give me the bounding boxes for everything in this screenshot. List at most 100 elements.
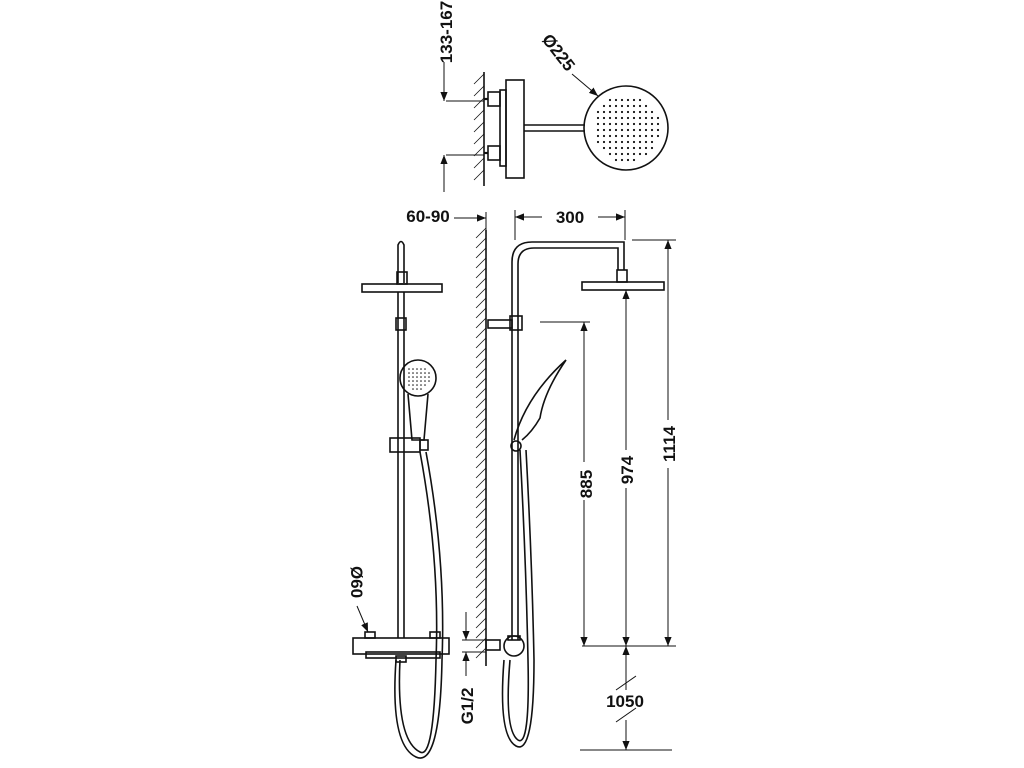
nozzle-dot	[602, 116, 606, 120]
nozzle-dot	[412, 380, 414, 382]
hatch-line	[475, 357, 487, 369]
side-view-wall-hatch	[475, 227, 487, 659]
nozzle-dot	[408, 384, 410, 386]
nozzle-dot	[428, 380, 430, 382]
hatch-line	[475, 467, 487, 479]
nozzle-dot	[632, 158, 636, 162]
nozzle-dot	[620, 98, 624, 102]
nozzle-dot	[650, 128, 654, 132]
nozzle-dot	[614, 116, 618, 120]
nozzle-dot	[416, 384, 418, 386]
hatch-line	[475, 287, 487, 299]
nozzle-dot	[596, 116, 600, 120]
nozzle-dot	[650, 140, 654, 144]
hatch-line	[475, 417, 487, 429]
hatch-line	[475, 427, 487, 439]
nozzle-dot	[644, 134, 648, 138]
nozzle-dot	[632, 116, 636, 120]
nozzle-dot	[632, 152, 636, 156]
nozzle-dot	[638, 140, 642, 144]
nozzle-dot	[638, 122, 642, 126]
nozzle-dot	[412, 388, 414, 390]
hatch-line	[475, 317, 487, 329]
nozzle-dot	[626, 116, 630, 120]
nozzle-dot	[620, 104, 624, 108]
nozzle-dot	[602, 140, 606, 144]
nozzle-dot	[656, 128, 660, 132]
nozzle-dot	[626, 110, 630, 114]
dim-974: 974	[618, 455, 637, 484]
nozzle-dot	[602, 122, 606, 126]
nozzle-dot	[644, 140, 648, 144]
nozzle-dot	[644, 128, 648, 132]
hand-shower-nozzles	[408, 368, 430, 390]
nozzle-dot	[626, 152, 630, 156]
nozzle-dot	[420, 384, 422, 386]
nozzle-dot	[650, 116, 654, 120]
hatch-line	[475, 507, 487, 519]
nozzle-dot	[620, 134, 624, 138]
nozzle-dot	[596, 122, 600, 126]
nozzle-dot	[596, 134, 600, 138]
nozzle-dot	[608, 110, 612, 114]
hatch-line	[475, 437, 487, 449]
nozzle-dot	[596, 110, 600, 114]
dim-60-90: 60-90	[406, 207, 449, 226]
nozzle-dot	[638, 110, 642, 114]
hatch-line	[475, 407, 487, 419]
nozzle-dot	[420, 372, 422, 374]
nozzle-dot	[620, 110, 624, 114]
nozzle-dot	[614, 128, 618, 132]
hatch-line	[475, 487, 487, 499]
nozzle-dot	[424, 372, 426, 374]
nozzle-dot	[412, 368, 414, 370]
nozzle-dot	[412, 372, 414, 374]
nozzle-dot	[632, 110, 636, 114]
nozzle-dot	[614, 122, 618, 126]
nozzle-dot	[428, 372, 430, 374]
hatch-line	[475, 617, 487, 629]
nozzle-dot	[428, 376, 430, 378]
nozzle-dot	[614, 152, 618, 156]
nozzle-dot	[620, 128, 624, 132]
dim-thread: G1/2	[458, 688, 477, 725]
hand-shower-head-front	[399, 359, 437, 397]
nozzle-dot	[614, 110, 618, 114]
nozzle-dot	[412, 376, 414, 378]
hatch-line	[475, 477, 487, 489]
top-view: 133-167 Ø225	[437, 1, 669, 192]
dim-1114: 1114	[660, 425, 679, 461]
dim-885: 885	[577, 470, 596, 498]
nozzle-dot	[420, 388, 422, 390]
hatch-line	[475, 627, 487, 639]
hatch-line	[475, 517, 487, 529]
shower-head-top	[583, 85, 669, 171]
hatch-line	[475, 457, 487, 469]
nozzle-dot	[620, 152, 624, 156]
nozzle-dot	[638, 152, 642, 156]
nozzle-dot	[644, 152, 648, 156]
nozzle-dot	[626, 128, 630, 132]
nozzle-dot	[626, 98, 630, 102]
nozzle-dot	[408, 368, 410, 370]
nozzle-dot	[424, 384, 426, 386]
nozzle-dot	[656, 122, 660, 126]
hatch-line	[475, 247, 487, 259]
dim-inlet-spacing: Ø60	[347, 566, 366, 598]
hatch-line	[475, 277, 487, 289]
hatch-line	[475, 567, 487, 579]
hatch-line	[475, 377, 487, 389]
nozzle-dot	[626, 134, 630, 138]
nozzle-dot	[602, 104, 606, 108]
hatch-line	[475, 227, 487, 239]
hatch-line	[475, 237, 487, 249]
nozzle-dot	[420, 368, 422, 370]
nozzle-dot	[644, 116, 648, 120]
nozzle-dot	[596, 128, 600, 132]
nozzle-dot	[638, 98, 642, 102]
mixer-side	[503, 635, 525, 657]
nozzle-dot	[632, 104, 636, 108]
nozzle-dot	[424, 376, 426, 378]
hatch-line	[475, 347, 487, 359]
nozzle-dot	[608, 98, 612, 102]
